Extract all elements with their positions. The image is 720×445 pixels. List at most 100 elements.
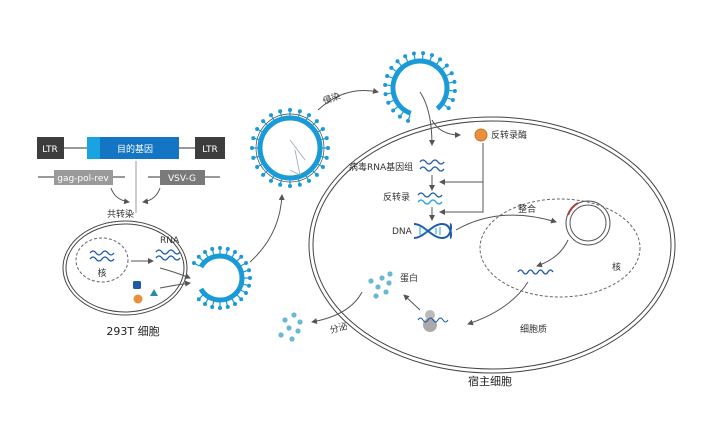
spike-head [438,57,443,62]
spike-head [389,65,394,70]
dna-label: DNA [392,227,413,237]
spike-head [320,165,325,169]
spike-head [261,119,266,124]
spike-head [383,92,388,97]
spike-head [429,53,434,58]
spike-head [444,63,449,68]
entering-virus [383,51,457,123]
integration-label: 整合 [518,203,536,215]
spike-head [391,108,396,113]
spike-head [248,276,252,280]
spike-head [192,261,197,265]
envelope-label: VSV-G [168,174,196,184]
spike-head [246,268,251,273]
spike-head [314,172,319,177]
infection-label: 侵染 [321,90,342,107]
transfer-plasmid: LTR 目的基因 LTR [37,137,225,159]
rt-enzyme-icon [474,128,488,142]
ltr-right-label: LTR [202,145,218,155]
rt-label: 反转录酶 [491,129,527,141]
cell-293t-title: 293T 细胞 [106,325,159,338]
host-cell: 核 细胞质 宿主细胞 [308,116,676,388]
spike-head [239,297,244,302]
spike-head [324,136,329,141]
budding-virus [192,246,252,310]
spike-head [288,184,292,188]
spike-head [288,108,292,112]
viral-rna-label: 病毒RNA基因组 [349,161,413,173]
spike-head [233,301,237,306]
spike-head [278,109,283,114]
spike-head [307,178,311,183]
protein-dots [368,271,393,299]
spike-head [411,51,416,56]
spike-head [210,247,215,252]
spike-head [307,113,311,118]
spike-head [452,79,457,84]
spike-head [255,165,260,169]
spike-head [250,146,254,150]
spike-head [251,136,256,141]
ribosome-icon [417,310,449,332]
gene-box [87,137,179,159]
spike-head [326,146,330,150]
spike-head [243,291,248,295]
spike-head [450,97,455,102]
packaging-label: gag-pol-rev [57,174,109,184]
spike-head [446,106,451,111]
packaging-plasmid: gag-pol-rev [38,170,125,185]
spike-head [449,71,454,76]
reverse-transcription-label: 反转录 [383,191,410,203]
spike-head [397,114,402,119]
envelope-plasmid: VSV-G [148,170,220,185]
host-cell-title: 宿主细胞 [468,374,512,388]
nucleus-host-label: 核 [612,261,621,273]
spike-head [233,250,237,255]
spike-head [269,178,273,183]
spike-head [218,246,222,250]
spike-head [203,301,207,306]
spike-head [269,113,273,118]
spike-head [225,304,230,309]
spike-head [255,127,260,131]
spike-head [421,51,426,56]
spike-head [297,109,302,114]
spike-head [314,119,319,124]
nucleus-293t-label: 核 [97,267,106,279]
protein-square [133,281,141,289]
protein-label: 蛋白 [400,272,418,284]
spike-head [225,247,230,252]
spike-head [251,155,256,160]
spike-head [395,59,400,64]
spike-head [196,297,201,302]
free-virus [250,108,330,188]
secreted-protein-dots [278,312,303,342]
cytoplasm-label: 细胞质 [520,323,547,335]
host-chromosome-icon [565,200,611,246]
spike-head [243,261,248,265]
spike-head [210,304,215,309]
spike-head [261,172,266,177]
spike-head [196,254,201,259]
rt-enzyme-circle [133,294,143,304]
spike-head [406,118,411,123]
spike-head [278,182,283,187]
spike-head [203,250,207,255]
ltr-right-box [195,137,225,159]
spike-head [218,306,222,310]
cell-293t: 核 RNA 293T 细胞 [62,220,191,338]
gene-label: 目的基因 [117,143,153,155]
spike-head [324,155,329,160]
rna-label: RNA [160,236,180,246]
spike-head [386,100,391,105]
spike-head [383,82,388,87]
spike-head [246,283,251,288]
secretion-label: 分泌 [328,320,349,336]
spike-head [385,74,390,79]
spike-head [239,254,244,259]
ltr-left-label: LTR [42,145,58,155]
ltr-left-box [37,137,64,159]
spike-head [452,89,457,94]
protein-triangle [150,289,158,296]
